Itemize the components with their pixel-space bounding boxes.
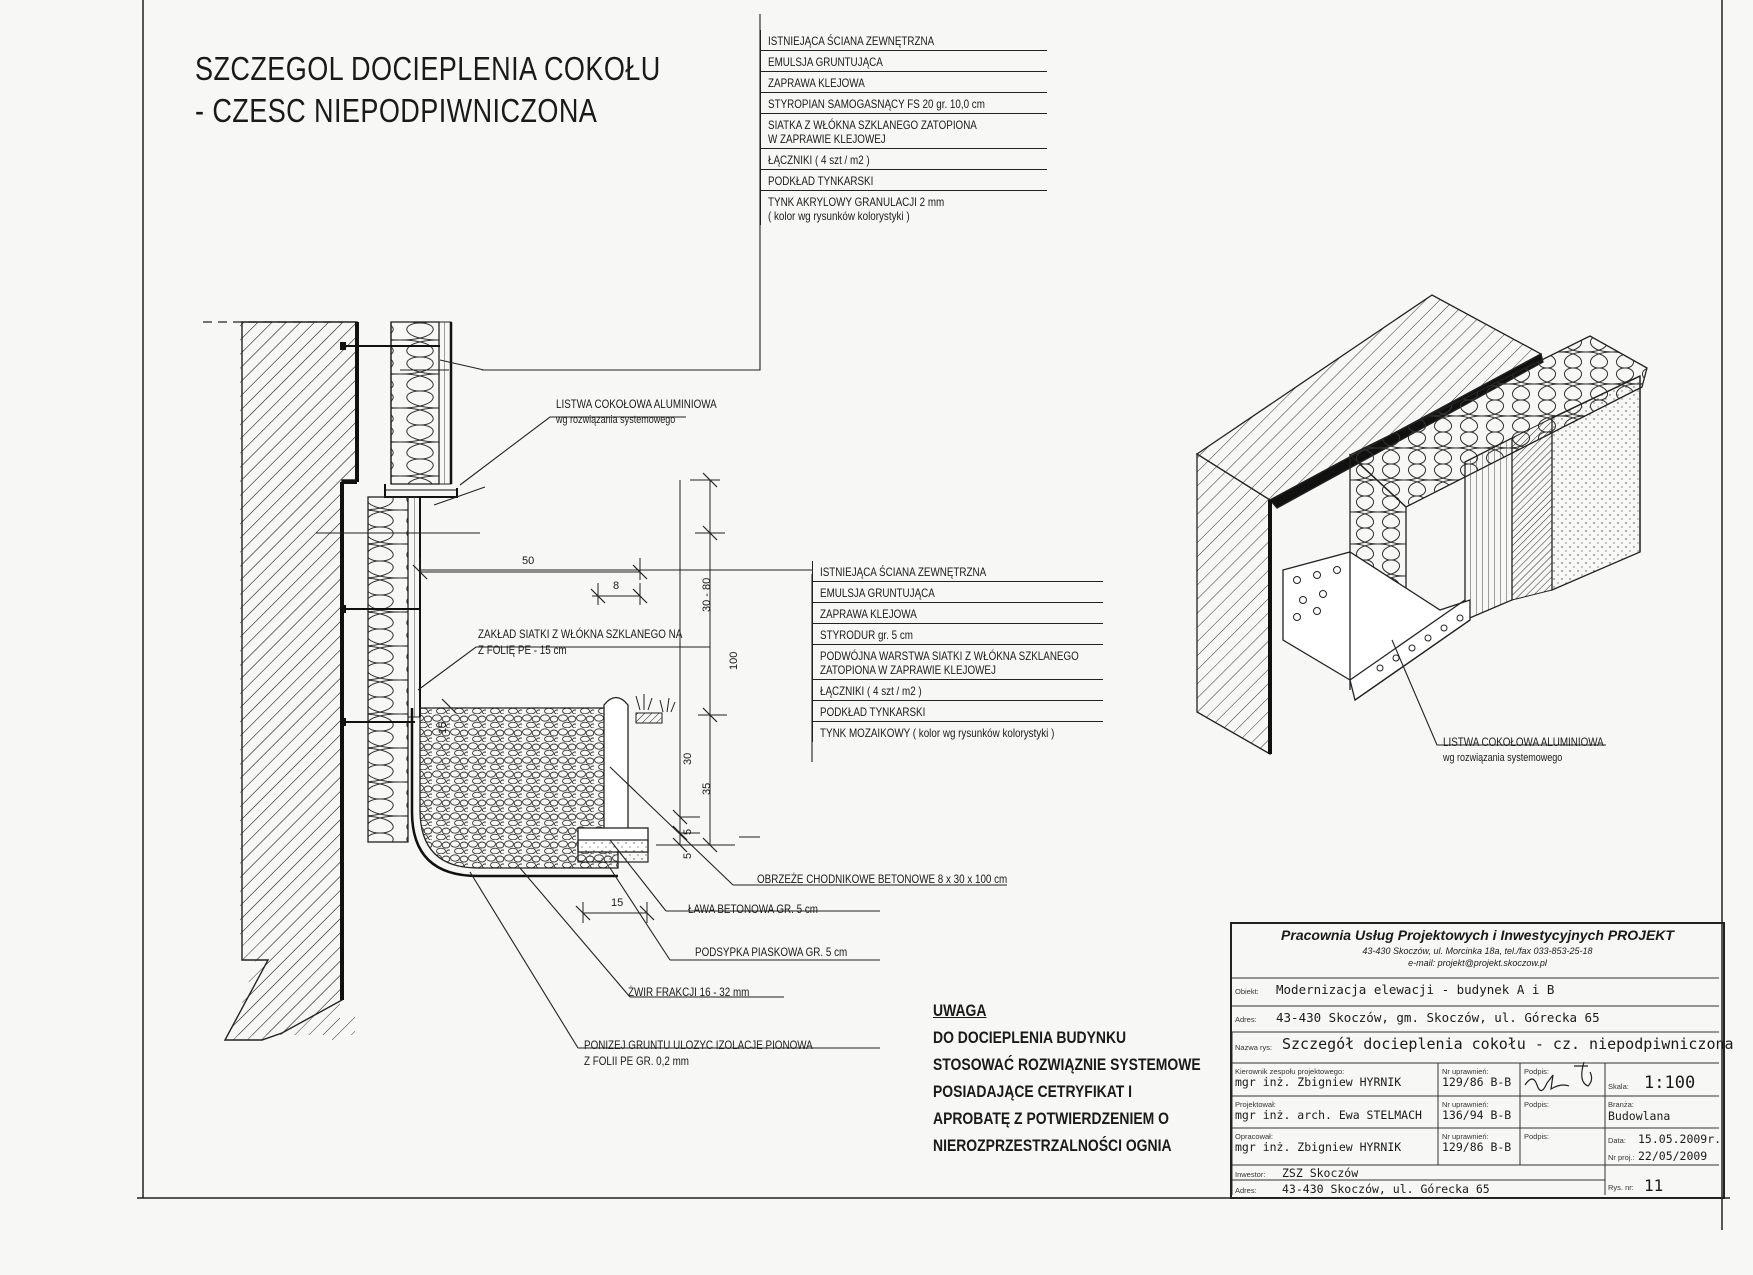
title-block: Pracownia Usług Projektowych i Inwestycy…	[1230, 922, 1734, 1199]
legend-row: PODWÓJNA WARSTWA SIATKI Z WŁÓKNA SZKLANE…	[813, 645, 1103, 680]
rys-nr-label: Rys. nr:	[1608, 1183, 1634, 1192]
legend-row: EMULSJA GRUNTUJĄCA	[761, 51, 1047, 72]
kierownik-nr: 129/86 B-B	[1442, 1075, 1512, 1089]
note-line: NIEROZPRZESTRZALNOŚCI OGNIA	[933, 1136, 1172, 1155]
callout-listwa-left-sub: wg rozwiązania systemowego	[556, 414, 676, 426]
dimension-15-bottom: 15	[611, 897, 624, 909]
title-block-grid	[1231, 977, 1719, 1195]
callout-ponizej-2: Z FOLII PE GR. 0,2 mm	[584, 1054, 689, 1068]
adres2-label: Adres:	[1235, 1186, 1257, 1195]
legend-row: STYROPIAN SAMOGASNĄCY FS 20 gr. 10,0 cm	[761, 93, 1047, 114]
legend-row: ZAPRAWA KLEJOWA	[761, 72, 1047, 93]
callout-listwa-right-sub: wg rozwiązania systemowego	[1443, 752, 1563, 764]
legend-row: ŁĄCZNIKI ( 4 szt / m2 )	[813, 680, 1103, 701]
legend-row: TYNK MOZAIKOWY ( kolor wg rysunków kolor…	[820, 726, 1055, 740]
adres-value: 43-430 Skoczów, gm. Skoczów, ul. Górecka…	[1276, 1010, 1600, 1025]
podpis-label-3: Podpis:	[1524, 1132, 1550, 1141]
podpis-label-2: Podpis:	[1524, 1100, 1550, 1109]
dimension-5a: 5	[682, 828, 694, 835]
layer-legend-upper: ISTNIEJĄCA ŚCIANA ZEWNĘTRZNA EMULSJA GRU…	[760, 30, 1047, 225]
title-line-1: SZCZEGOL DOCIEPLENIA COKOŁU	[195, 50, 661, 87]
dimension-35: 35	[701, 782, 713, 795]
nr-proj-value: 22/05/2009	[1638, 1149, 1708, 1163]
data-label: Data:	[1608, 1136, 1626, 1145]
adres-label: Adres:	[1235, 1015, 1257, 1024]
dimension-30-80: 30 - 80	[701, 577, 713, 612]
skala-value: 1:100	[1644, 1073, 1696, 1093]
nr-proj-label: Nr proj.:	[1608, 1153, 1635, 1162]
nazwa-value: Szczegół docieplenia cokołu - cz. niepod…	[1282, 1035, 1734, 1053]
note-line: STOSOWAĆ ROZWIĄZNIE SYSTEMOWE	[933, 1055, 1201, 1074]
note-line: DO DOCIEPLENIA BUDYNKU	[933, 1028, 1127, 1047]
opracowal-nr-label: Nr uprawnień:	[1442, 1132, 1489, 1141]
opracowal-value: mgr inż. Zbigniew HYRNIK	[1235, 1140, 1402, 1154]
callout-zaklad-2: Z FOLIĘ PE - 15 cm	[478, 643, 567, 657]
adres2-value: 43-430 Skoczów, ul. Górecka 65	[1282, 1182, 1490, 1196]
rys-nr-value: 11	[1644, 1176, 1664, 1195]
callout-ponizej-1: PONIZEJ GRUNTU ULOZYC IZOLACJE PIONOWA	[584, 1038, 813, 1052]
legend-row: ŁĄCZNIKI ( 4 szt / m2 )	[761, 149, 1047, 170]
branza-value: Budowlana	[1608, 1109, 1671, 1123]
legend-row: TYNK AKRYLOWY GRANULACJI 2 mm( kolor wg …	[768, 195, 945, 223]
legend-row: ISTNIEJĄCA ŚCIANA ZEWNĘTRZNA	[761, 30, 1047, 51]
opracowal-label: Opracował:	[1235, 1132, 1273, 1141]
callout-zaklad-1: ZAKŁAD SIATKI Z WŁÓKNA SZKLANEGO NA	[478, 627, 683, 641]
callout-listwa-left: LISTWA COKOŁOWA ALUMINIOWA	[556, 397, 717, 411]
company-address: 43-430 Skoczów, ul. Morcinka 18a, tel./f…	[1362, 946, 1593, 956]
opracowal-nr: 129/86 B-B	[1442, 1140, 1512, 1154]
dimension-30: 30	[682, 752, 694, 765]
kierownik-value: mgr inż. Zbigniew HYRNIK	[1235, 1075, 1402, 1089]
company-name: Pracownia Usług Projektowych i Inwestycy…	[1281, 927, 1674, 943]
legend-row: ZAPRAWA KLEJOWA	[813, 603, 1103, 624]
legend-row: EMULSJA GRUNTUJĄCA	[813, 582, 1103, 603]
note-head: UWAGA	[933, 1001, 987, 1020]
callout-obrzeze: OBRZEŻE CHODNIKOWE BETONOWE 8 x 30 x 100…	[757, 872, 1008, 886]
obiekt-label: Obiekt:	[1235, 987, 1259, 996]
dimension-100: 100	[728, 651, 740, 670]
note-line: POSIADAJĄCE CETRYFIKAT I	[933, 1082, 1133, 1101]
callout-podsypka: PODSYPKA PIASKOWA GR. 5 cm	[695, 945, 848, 959]
kierownik-label: Kierownik zespołu projektowego:	[1235, 1067, 1345, 1076]
isometric-detail	[1195, 294, 1648, 756]
branza-label: Branża:	[1608, 1100, 1634, 1109]
callout-lawa: ŁAWA BETONOWA GR. 5 cm	[688, 902, 818, 916]
company-email: e-mail: projekt@projekt.skoczow.pl	[1408, 958, 1547, 968]
podpis-label: Podpis:	[1524, 1067, 1550, 1076]
dimension-15-top: 15	[437, 721, 449, 734]
callout-listwa-right: LISTWA COKOŁOWA ALUMINIOWA	[1443, 735, 1604, 749]
note-line: APROBATĘ Z POTWIERDZENIEM O	[933, 1109, 1169, 1128]
layer-legend-lower: ISTNIEJĄCA ŚCIANA ZEWNĘTRZNA EMULSJA GRU…	[812, 561, 1103, 742]
inwestor-value: ZSZ Skoczów	[1282, 1166, 1359, 1180]
dimension-8: 8	[613, 580, 620, 592]
inwestor-label: Inwestor:	[1235, 1170, 1266, 1179]
dimension-50: 50	[522, 555, 535, 567]
callout-zwir: ŻWIR FRAKCJI 16 - 32 mm	[628, 985, 750, 999]
warning-note: UWAGA DO DOCIEPLENIA BUDYNKU STOSOWAĆ RO…	[933, 997, 1201, 1159]
obiekt-value: Modernizacja elewacji - budynek A i B	[1276, 982, 1555, 997]
projektowal-nr-label: Nr uprawnień:	[1442, 1100, 1489, 1109]
nazwa-label: Nazwa rys:	[1235, 1043, 1273, 1052]
legend-row: ISTNIEJĄCA ŚCIANA ZEWNĘTRZNA	[813, 561, 1103, 582]
projektowal-nr: 136/94 B-B	[1442, 1108, 1512, 1122]
legend-row: PODKŁAD TYNKARSKI	[761, 170, 1047, 191]
legend-row: STYRODUR gr. 5 cm	[813, 624, 1103, 645]
dimension-5b: 5	[682, 852, 694, 859]
projektowal-value: mgr inż. arch. Ewa STELMACH	[1235, 1108, 1422, 1122]
data-value: 15.05.2009r.	[1638, 1132, 1722, 1146]
skala-label: Skala:	[1608, 1082, 1629, 1091]
projektowal-label: Projektował:	[1235, 1100, 1276, 1109]
kierownik-nr-label: Nr uprawnień:	[1442, 1067, 1489, 1076]
signature	[1524, 1061, 1593, 1092]
drawing-title: SZCZEGOL DOCIEPLENIA COKOŁU - CZESC NIEP…	[195, 48, 661, 132]
legend-row: PODKŁAD TYNKARSKI	[813, 701, 1103, 722]
title-line-2: - CZESC NIEPODPIWNICZONA	[195, 92, 598, 129]
